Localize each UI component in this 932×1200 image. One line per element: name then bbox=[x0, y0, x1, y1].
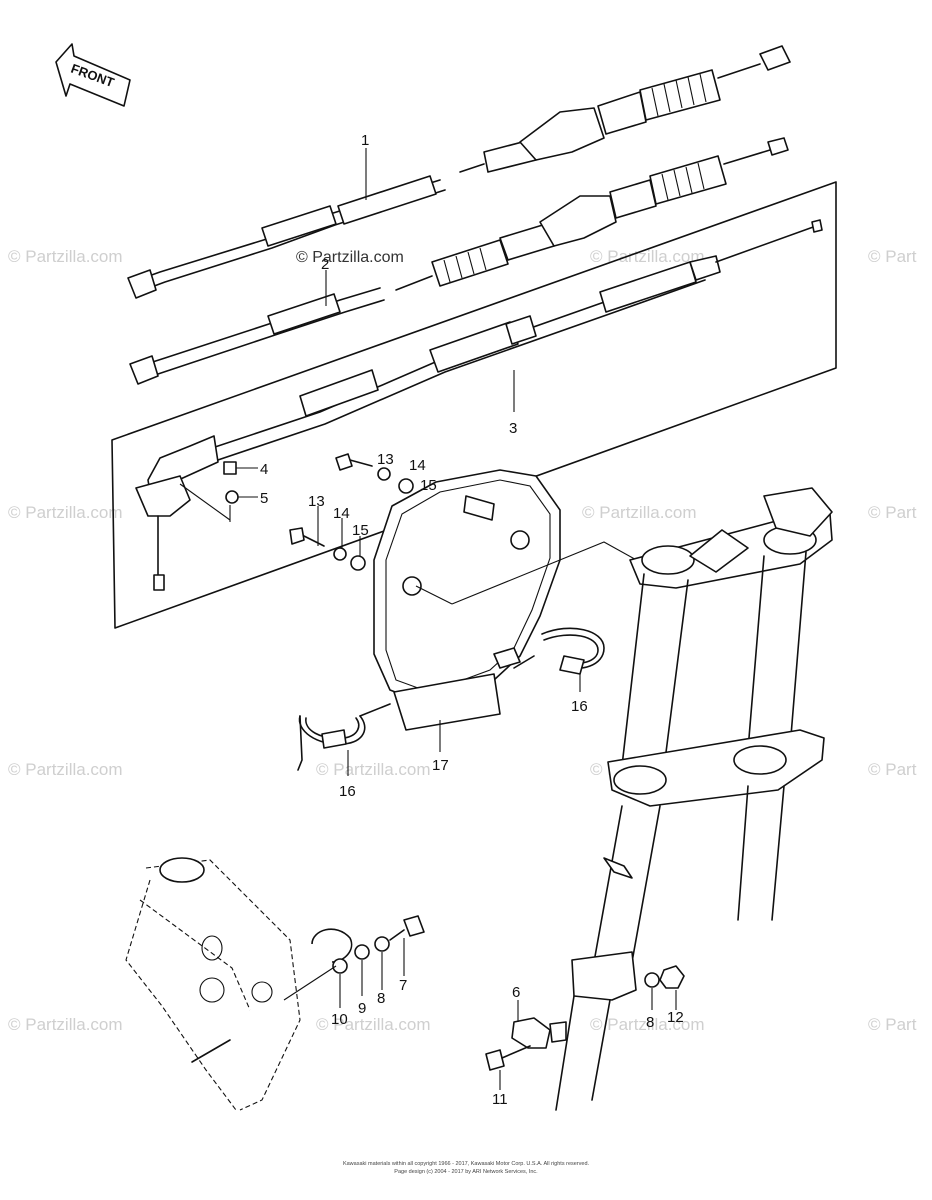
callout-17: 17 bbox=[432, 757, 449, 774]
watermark-partial: © Part bbox=[868, 503, 917, 522]
bolt-set-upper bbox=[335, 453, 414, 494]
callout-11: 11 bbox=[492, 1091, 508, 1108]
callout-14: 14 bbox=[333, 505, 350, 522]
watermark-partial: © Part bbox=[868, 247, 917, 266]
fork-bracket-6 bbox=[511, 1000, 567, 1049]
part-4-5 bbox=[179, 461, 258, 522]
watermark: © Partzilla.com bbox=[316, 1015, 431, 1034]
callout-15: 15 bbox=[352, 522, 369, 539]
callout-14: 14 bbox=[409, 457, 426, 474]
callout-6: 6 bbox=[512, 984, 520, 1001]
bolt-11 bbox=[485, 1045, 531, 1090]
callout-16: 16 bbox=[571, 698, 588, 715]
callout-8: 8 bbox=[377, 990, 385, 1007]
front-arrow-icon: FRONT bbox=[55, 43, 131, 107]
clamp-band-left bbox=[297, 703, 391, 776]
watermark: © Partzilla.com bbox=[8, 503, 123, 522]
callout-9: 9 bbox=[358, 1000, 366, 1017]
watermark-partial: © Part bbox=[868, 760, 917, 779]
watermark: © Partzilla.com bbox=[8, 247, 123, 266]
cable-1 bbox=[127, 45, 791, 299]
callouts: 1 2 3 4 5 13 14 15 13 14 15 16 16 17 7 8… bbox=[260, 132, 684, 1108]
watermark: © Partzilla.com bbox=[8, 1015, 123, 1034]
cable-3-box bbox=[111, 181, 837, 629]
callout-8: 8 bbox=[646, 1014, 654, 1031]
callout-7: 7 bbox=[399, 977, 407, 994]
callout-4: 4 bbox=[260, 461, 268, 478]
watermark-center: © Partzilla.com bbox=[296, 249, 404, 266]
cable-3 bbox=[135, 219, 823, 591]
copyright-line-1: Kawasaki materials within all copyright … bbox=[343, 1161, 590, 1167]
callout-10: 10 bbox=[331, 1011, 348, 1028]
callout-12: 12 bbox=[667, 1009, 684, 1026]
frame-parts bbox=[283, 915, 425, 1008]
copyright-footer: Kawasaki materials within all copyright … bbox=[343, 1161, 590, 1175]
clamp-band-right bbox=[513, 627, 605, 692]
callout-3: 3 bbox=[509, 420, 517, 437]
watermark-partial: © Part bbox=[868, 1015, 917, 1034]
callout-5: 5 bbox=[260, 490, 268, 507]
callout-13: 13 bbox=[308, 493, 325, 510]
copyright-line-2: Page design (c) 2004 - 2017 by ARI Netwo… bbox=[394, 1169, 538, 1175]
watermark: © Partzilla.com bbox=[590, 1015, 705, 1034]
front-fork bbox=[555, 487, 833, 1111]
frame bbox=[125, 857, 301, 1111]
watermark: © Partzilla.com bbox=[316, 760, 431, 779]
callout-15: 15 bbox=[420, 477, 437, 494]
headlight-bracket-17 bbox=[373, 469, 641, 752]
bolt-set-lower bbox=[289, 506, 366, 571]
watermark: © Partzilla.com bbox=[590, 247, 705, 266]
nut-set-fork bbox=[644, 965, 685, 1010]
callout-1: 1 bbox=[361, 132, 369, 149]
watermark: © Partzilla.com bbox=[8, 760, 123, 779]
watermark: © Partzilla.com bbox=[582, 503, 697, 522]
callout-2: 2 bbox=[321, 256, 329, 273]
cable-2 bbox=[129, 137, 789, 385]
callout-13: 13 bbox=[377, 451, 394, 468]
callout-16: 16 bbox=[339, 783, 356, 800]
